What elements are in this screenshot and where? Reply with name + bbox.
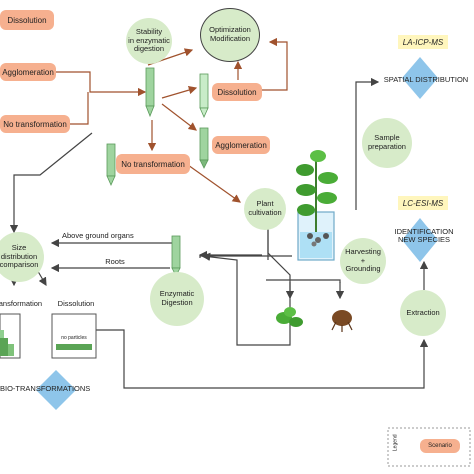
tube-digestion [171,235,181,277]
arrow-no-transformation-to-cultivation [187,164,241,203]
technique-lc-esi-ms: LC-ESI-MS [398,196,448,210]
arrow-agglomeration-to-tube [56,71,147,97]
beaker-plant-illustration [296,150,338,261]
scenario-no-transformation-mid: No transformation [116,154,190,174]
plant-cultivation-process: Plant cultivation [244,188,286,230]
label-dissolution-chart: Dissolution [57,299,95,308]
bio-transformations-diamond [36,370,76,410]
label-transformation: Transformation [0,299,43,308]
roots-icon [331,310,353,332]
optimization-process: Optimization Modification [200,8,260,62]
identification-diamond [402,218,438,262]
legend-scenario: Scenario [420,439,460,453]
label-roots: Roots [105,257,125,266]
technique-la-icp-ms: LA-ICP-MS [398,35,448,49]
tube-center [145,67,155,118]
enzymatic-digestion-process: Enzymatic Digestion [150,272,204,326]
tube-agglomeration [199,127,209,169]
arrow-to-extraction [96,329,429,389]
extraction-process: Extraction [400,290,446,336]
arrow-no-transformation-to-tube [70,92,89,125]
arrow-to-size-distribution [9,132,93,234]
scenario-dissolution-mid: Dissolution [212,83,262,101]
legend-title: Legend [392,434,399,452]
label-above-ground: Above ground organs [62,231,134,240]
line-branch [266,279,341,283]
tube-dissolution [199,73,209,118]
arrow-to-spatial [355,77,380,210]
arrow-tube-to-dissolution-tube [161,86,198,99]
label-no-particles: no particles [61,335,87,341]
arrow-loop-to-optimization [255,37,288,91]
outcome-bio-transformations: BIO-TRANSFORMATIONS [0,384,91,393]
stability-process: Stability in enzymatic digestion [126,18,172,64]
arrow-extraction-back [201,225,291,346]
sample-preparation-process: Sample preparation [362,118,412,168]
scenario-no-transformation-left: No transformation [0,115,70,133]
scenario-agglomeration-left: Agglomeration [0,63,56,81]
tube-no-transformation [106,143,116,186]
legend-frame [387,427,471,467]
harvesting-process: Harvesting + Grounding [340,238,386,284]
transformation-chart [0,313,21,359]
spatial-diamond [402,57,438,99]
outcome-spatial-distribution: SPATIAL DISTRIBUTION [383,75,469,84]
arrow-tube-to-agglomeration-tube [161,103,197,131]
outcome-identification: IDENTIFICATION NEW SPECIES [394,227,454,245]
dissolution-chart [51,313,97,359]
brown-arrows [56,37,288,203]
scenario-agglomeration-mid: Agglomeration [212,136,270,154]
scenario-dissolution-top: Dissolution [0,10,54,30]
size-distribution-process: Size distribution comparison [0,232,44,282]
leaves-icon [276,307,303,327]
